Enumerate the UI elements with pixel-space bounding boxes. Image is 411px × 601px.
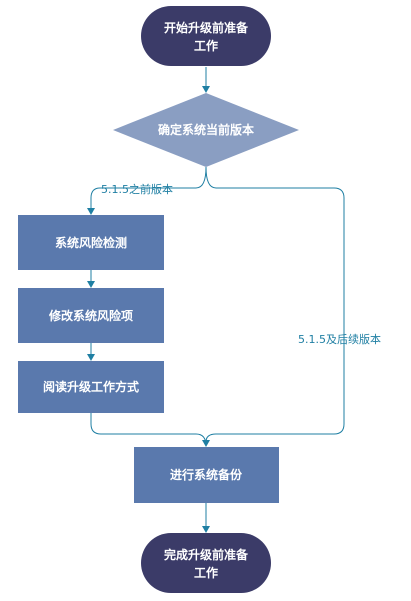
start-node: 开始升级前准备 工作 <box>141 6 271 66</box>
connectors <box>87 67 345 533</box>
step-risk-check-shape <box>18 215 164 270</box>
step-read-upgrade-label: 阅读升级工作方式 <box>43 379 139 394</box>
step-risk-check-label: 系统风险检测 <box>55 235 127 250</box>
connector-step3-to-backup <box>90 413 210 447</box>
decision-node-shape <box>113 93 299 167</box>
end-node-label-line2: 工作 <box>194 565 218 580</box>
end-node: 完成升级前准备 工作 <box>141 533 271 593</box>
step-backup-shape <box>134 447 279 503</box>
edge-label-before-515: 5.1.5之前版本 <box>101 182 173 196</box>
start-node-label-line1: 开始升级前准备 <box>164 20 249 35</box>
connector-decision-to-step1 <box>87 166 207 215</box>
start-node-shape <box>141 6 271 66</box>
connector-decision-to-backup <box>205 166 345 443</box>
step-read-upgrade-shape <box>18 361 164 413</box>
step-fix-risk-node: 修改系统风险项 <box>18 288 164 343</box>
step-fix-risk-shape <box>18 288 164 343</box>
step-fix-risk-label: 修改系统风险项 <box>48 308 133 323</box>
step-backup-label: 进行系统备份 <box>170 467 243 482</box>
end-node-shape <box>141 533 271 593</box>
end-node-label-line1: 完成升级前准备 <box>164 547 249 562</box>
step-backup-node: 进行系统备份 <box>134 447 279 503</box>
step-risk-check-node: 系统风险检测 <box>18 215 164 270</box>
decision-node-label: 确定系统当前版本 <box>158 122 254 137</box>
edge-label-after-515: 5.1.5及后续版本 <box>298 332 381 346</box>
step-read-upgrade-node: 阅读升级工作方式 <box>18 361 164 413</box>
start-node-label-line2: 工作 <box>194 38 218 53</box>
decision-node: 确定系统当前版本 <box>113 93 299 167</box>
